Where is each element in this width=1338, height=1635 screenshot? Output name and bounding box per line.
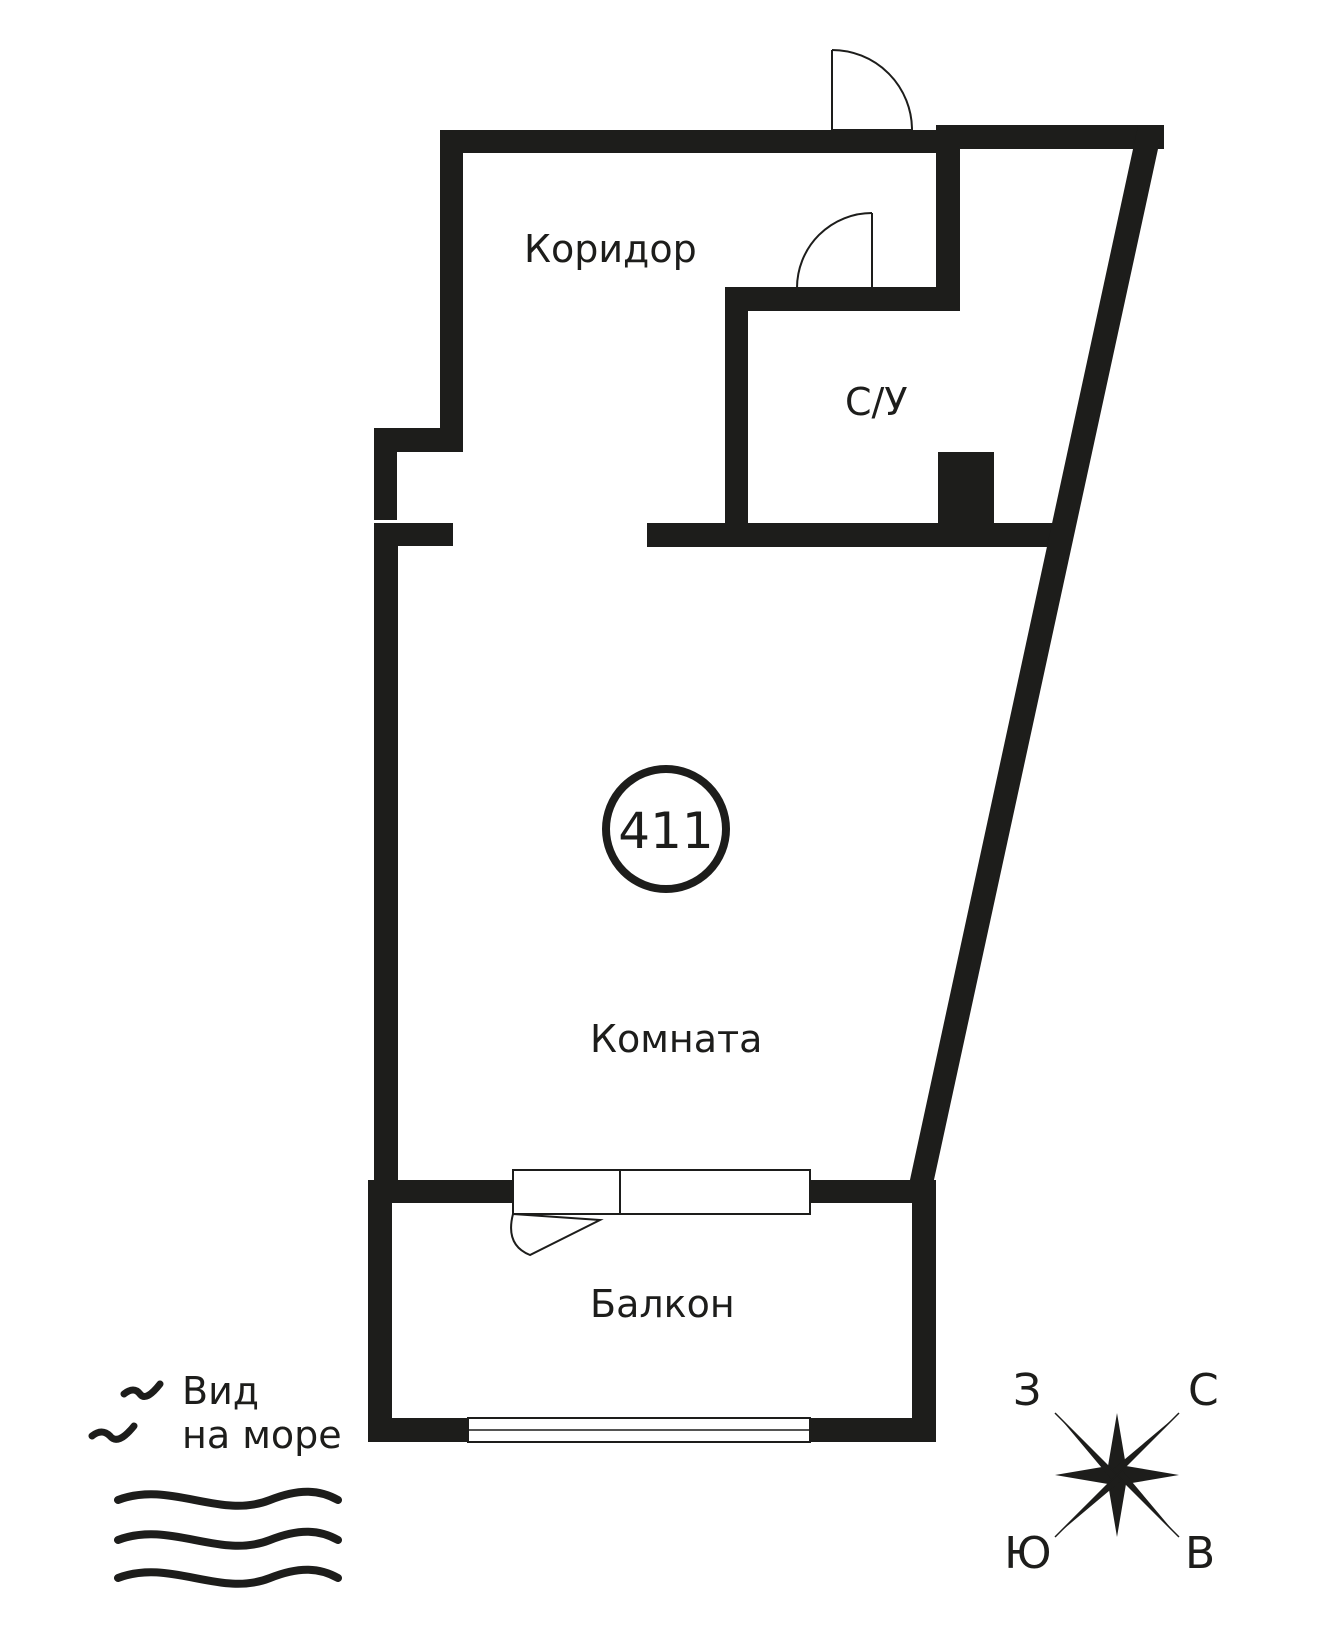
corridor-label: Коридор <box>524 227 697 271</box>
shaft-block <box>938 452 994 542</box>
wall-slanted-right <box>908 126 1163 1189</box>
walls <box>368 125 1164 1442</box>
wall-balcony-bottom-right <box>810 1418 936 1442</box>
seagull-icon <box>120 1380 164 1400</box>
wall-corridor-left <box>440 130 463 452</box>
doors <box>467 49 913 1443</box>
sea-view-legend: Вид на море <box>88 1369 342 1588</box>
wall-bath-left <box>725 287 748 547</box>
compass-east: В <box>1185 1528 1215 1579</box>
wall-balcony-left <box>368 1180 392 1442</box>
compass-rose: З С Ю В <box>1004 1365 1219 1579</box>
apartment-number: 411 <box>618 802 713 860</box>
bathroom-door <box>796 212 873 289</box>
compass-north: С <box>1188 1365 1219 1416</box>
apartment-number-badge: 411 <box>602 765 730 893</box>
wall-corridor-top <box>440 130 940 153</box>
seagull-icon-2 <box>88 1422 138 1443</box>
wall-balcony-right <box>912 1180 936 1442</box>
sea-view-line1: Вид <box>182 1369 259 1413</box>
main-room-label: Комната <box>590 1017 762 1061</box>
waves-icon <box>114 1487 342 1588</box>
wall-balcony-top-left <box>368 1180 513 1203</box>
wall-bath-top <box>725 287 960 311</box>
balcony-door <box>510 1169 811 1257</box>
wall-balcony-bottom-left <box>368 1418 468 1442</box>
entrance-door <box>831 49 913 131</box>
sea-view-line2: на море <box>182 1413 342 1457</box>
balcony-label: Балкон <box>590 1282 735 1326</box>
compass-south: Ю <box>1004 1528 1052 1579</box>
compass-west: З <box>1013 1365 1041 1416</box>
wall-balcony-top-right <box>810 1180 936 1203</box>
wall-room-left <box>374 523 398 1191</box>
balcony-window <box>467 1417 811 1443</box>
wall-top-right <box>936 125 1164 149</box>
wall-stub-left <box>374 428 397 520</box>
wall-bath-right <box>936 130 960 311</box>
bathroom-label: С/У <box>845 380 908 424</box>
